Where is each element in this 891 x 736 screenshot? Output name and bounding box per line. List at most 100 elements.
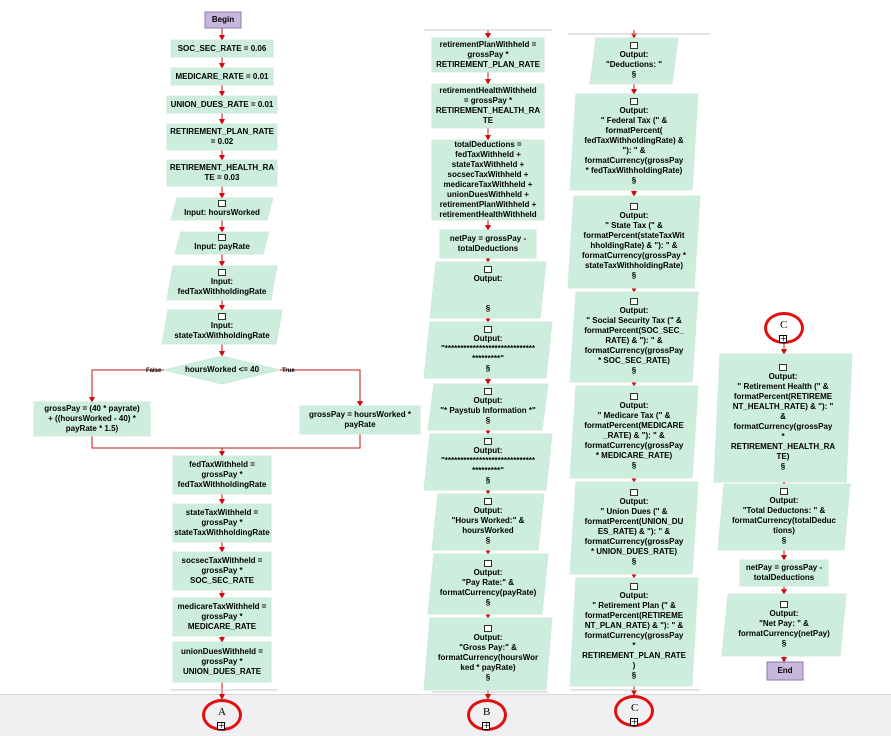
output-node-b5[interactable]: Output: § xyxy=(430,262,546,318)
output-shape-c6[interactable] xyxy=(569,481,699,575)
terminal-node-begin[interactable]: Begin xyxy=(205,12,241,28)
input-shape-i3[interactable] xyxy=(166,265,278,301)
process-node-p4[interactable]: RETIREMENT_PLAN_RATE = 0.02 xyxy=(167,124,277,150)
input-symbol-icon xyxy=(218,200,226,207)
expand-b-icon[interactable]: + xyxy=(482,721,490,730)
output-shape-b9[interactable] xyxy=(431,493,545,551)
process-node-d3[interactable]: netPay = grossPay - totalDeductions xyxy=(740,560,828,586)
output-node-c2[interactable]: Output: " Federal Tax (" & formatPercent… xyxy=(570,94,698,190)
output-symbol-icon xyxy=(484,388,492,395)
output-node-b6[interactable]: Output: "***************************** *… xyxy=(424,322,552,378)
process-node-p9[interactable]: medicareTaxWithheld = grossPay * MEDICAR… xyxy=(173,598,271,636)
node-text: MEDICARE_RATE = 0.01 xyxy=(175,71,269,81)
output-node-b10[interactable]: Output: "Pay Rate:" & formatCurrency(pay… xyxy=(428,554,548,614)
section-mark: § xyxy=(631,176,637,185)
process-node-p7[interactable]: stateTaxWithheld = grossPay * stateTaxWi… xyxy=(173,504,271,542)
process-shape-p7[interactable] xyxy=(172,503,272,543)
process-node-b4[interactable]: netPay = grossPay - totalDeductions xyxy=(440,230,536,258)
output-node-b9[interactable]: Output: "Hours Worked:" & hoursWorked§ xyxy=(432,494,544,550)
process-shape-p9[interactable] xyxy=(172,597,272,637)
input-symbol-icon xyxy=(218,269,226,276)
expand-c-top-icon[interactable]: + xyxy=(779,334,787,343)
output-shape-c4[interactable] xyxy=(569,291,699,383)
terminal-shape-end[interactable] xyxy=(766,661,804,681)
output-node-c7[interactable]: Output: " Retirement Plan (" & formatPer… xyxy=(570,578,698,686)
process-node-pt[interactable]: grossPay = hoursWorked * payRate xyxy=(300,406,420,434)
output-shape-d2o[interactable] xyxy=(717,483,851,551)
process-shape-p1[interactable] xyxy=(170,39,274,58)
output-shape-c7[interactable] xyxy=(569,577,699,687)
output-shape-d1o[interactable] xyxy=(713,353,853,483)
process-shape-p5[interactable] xyxy=(166,159,278,187)
process-node-p6[interactable]: fedTaxWithheld = grossPay * fedTaxWithho… xyxy=(173,456,271,494)
output-shape-c2[interactable] xyxy=(569,93,699,191)
process-shape-pf[interactable] xyxy=(33,401,151,437)
process-shape-d3[interactable] xyxy=(739,559,829,587)
output-shape-b6[interactable] xyxy=(423,321,553,379)
terminal-shape-begin[interactable] xyxy=(204,11,242,29)
output-node-c1[interactable]: Output: "Deductions: "§ xyxy=(590,38,678,84)
output-shape-b11[interactable] xyxy=(423,617,553,691)
input-shape-i4[interactable] xyxy=(161,309,283,345)
decision-shape-d1[interactable] xyxy=(163,355,281,385)
input-shape-i2[interactable] xyxy=(174,231,270,255)
output-shape-b7[interactable] xyxy=(427,383,549,431)
process-shape-b1[interactable] xyxy=(431,37,545,73)
output-shape-c3[interactable] xyxy=(567,195,701,289)
process-node-b2[interactable]: retirementHealthWithheld = grossPay * RE… xyxy=(432,84,544,128)
output-node-b8[interactable]: Output: "***************************** *… xyxy=(424,434,552,490)
output-node-d1o[interactable]: Output: " Retirement Health (" & formatP… xyxy=(714,354,852,482)
input-shape-i1[interactable] xyxy=(170,197,274,221)
process-node-b3[interactable]: totalDeductions = fedTaxWithheld + state… xyxy=(432,140,544,220)
node-text: Output: "***************************** *… xyxy=(440,446,536,475)
node-text: UNION_DUES_RATE = 0.01 xyxy=(170,99,274,109)
decision-node-d1[interactable]: hoursWorked <= 40 xyxy=(164,356,280,384)
process-shape-p8[interactable] xyxy=(172,551,272,591)
process-shape-p4[interactable] xyxy=(166,123,278,151)
process-shape-p6[interactable] xyxy=(172,455,272,495)
input-node-i1[interactable]: Input: hoursWorked xyxy=(171,198,273,220)
process-node-p2[interactable]: MEDICARE_RATE = 0.01 xyxy=(171,68,273,85)
output-node-d2o[interactable]: Output: "Total Deductons: " & formatCurr… xyxy=(718,484,850,550)
node-text: Output: "***************************** *… xyxy=(440,334,536,363)
process-shape-b2[interactable] xyxy=(431,83,545,129)
output-node-c6[interactable]: Output: " Union Dues (" & formatPercent(… xyxy=(570,482,698,574)
process-shape-p2[interactable] xyxy=(170,67,274,86)
node-text: Output: " Social Security Tax (" & forma… xyxy=(584,306,684,365)
process-node-p5[interactable]: RETIREMENT_HEALTH_RA TE = 0.03 xyxy=(167,160,277,186)
output-node-c5[interactable]: Output: " Medicare Tax (" & formatPercen… xyxy=(570,386,698,478)
node-text: fedTaxWithheld = grossPay * fedTaxWithho… xyxy=(177,460,267,489)
input-node-i2[interactable]: Input: payRate xyxy=(175,232,269,254)
terminal-node-end[interactable]: End xyxy=(767,662,803,680)
output-shape-c5[interactable] xyxy=(569,385,699,479)
process-shape-p3[interactable] xyxy=(166,95,278,114)
output-node-c3[interactable]: Output: " State Tax (" & formatPercent(s… xyxy=(568,196,700,288)
output-shape-b8[interactable] xyxy=(423,433,553,491)
input-node-i4[interactable]: Input: stateTaxWithholdingRate xyxy=(162,310,282,344)
process-node-p10[interactable]: unionDuesWithheld = grossPay * UNION_DUE… xyxy=(173,642,271,682)
expand-a-icon[interactable]: + xyxy=(217,721,225,730)
process-node-p1[interactable]: SOC_SEC_RATE = 0.06 xyxy=(171,40,273,57)
process-node-pf[interactable]: grossPay = (40 * payrate) + ((hoursWorke… xyxy=(34,402,150,436)
expand-c-bottom-icon[interactable]: + xyxy=(630,717,638,726)
output-node-c4[interactable]: Output: " Social Security Tax (" & forma… xyxy=(570,292,698,382)
input-node-i3[interactable]: Input: fedTaxWithholdingRate xyxy=(167,266,277,300)
output-shape-b5[interactable] xyxy=(429,261,547,319)
process-shape-b3[interactable] xyxy=(431,139,545,221)
process-shape-p10[interactable] xyxy=(172,641,272,683)
output-shape-b10[interactable] xyxy=(427,553,549,615)
process-shape-b4[interactable] xyxy=(439,229,537,259)
output-node-b7[interactable]: Output: "* Paystub Information *"§ xyxy=(428,384,548,430)
bottom-scroll-area xyxy=(0,694,891,736)
output-shape-c1[interactable] xyxy=(589,37,679,85)
process-node-p3[interactable]: UNION_DUES_RATE = 0.01 xyxy=(167,96,277,113)
process-shape-pt[interactable] xyxy=(299,405,421,435)
node-text: RETIREMENT_HEALTH_RA TE = 0.03 xyxy=(169,163,275,182)
process-node-p8[interactable]: socsecTaxWithheld = grossPay * SOC_SEC_R… xyxy=(173,552,271,590)
output-node-b11[interactable]: Output: "Gross Pay:" & formatCurrency(ho… xyxy=(424,618,552,690)
process-node-b1[interactable]: retirementPlanWithheld = grossPay * RETI… xyxy=(432,38,544,72)
node-text: Input: fedTaxWithholdingRate xyxy=(177,277,267,296)
output-node-d4o[interactable]: Output: "Net Pay: " & formatCurrency(net… xyxy=(722,594,846,656)
flow-arrow xyxy=(91,436,222,449)
output-shape-d4o[interactable] xyxy=(721,593,847,657)
